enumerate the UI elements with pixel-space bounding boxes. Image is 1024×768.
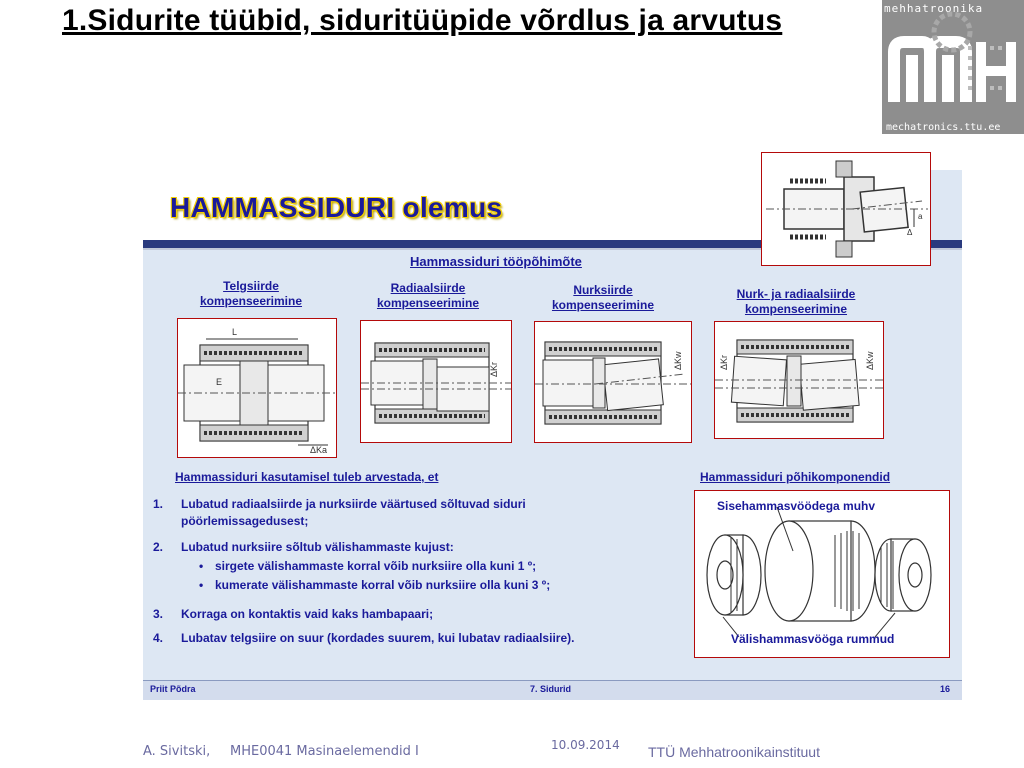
coupling-section-drawing: a Δ xyxy=(766,160,928,258)
fig-label-dkr: ΔKr xyxy=(489,362,499,377)
item-text: Lubatud radiaalsiirde ja nurksiirde väär… xyxy=(181,497,526,511)
bullet-mark: • xyxy=(199,559,204,573)
coupling-angular-drawing: ΔKw xyxy=(535,341,691,425)
fig-axial-compensation: L E ΔKa xyxy=(177,318,337,458)
item-number: 4. xyxy=(153,631,164,645)
fig-combined-compensation: ΔKr ΔKw xyxy=(714,321,884,439)
principle-heading: Hammassiduri tööpõhimõte xyxy=(410,254,582,269)
bullet-text: kumerate välishammaste korral võib nurks… xyxy=(215,578,551,592)
panel-footer-author: Priit Põdra xyxy=(150,684,196,694)
header-rule xyxy=(143,240,962,248)
fig-label-delta: Δ xyxy=(907,228,913,237)
panel-footer-chapter: 7. Sidurid xyxy=(530,684,572,694)
gear-coupling-parts-icon xyxy=(706,506,932,638)
fig-radial-compensation: ΔKr xyxy=(360,320,512,443)
item-text: Lubatud nurksiire sõltub välishammaste k… xyxy=(181,540,454,554)
embedded-slide-heading: HAMMASSIDURI olemus xyxy=(170,192,503,223)
item-text: Korraga on kontaktis vaid kaks hambapaar… xyxy=(181,607,434,621)
component-hubs-label: Välishammasvööga rummud xyxy=(731,632,895,646)
mh-logo-icon xyxy=(888,11,1016,102)
fig-label-l: L xyxy=(232,327,237,337)
mechatronics-logo: mehhatroonika mechatronics.ttu.ee xyxy=(882,0,1024,134)
fig-label-dkw-2: ΔKw xyxy=(865,351,875,370)
header-rule-light xyxy=(143,248,962,250)
logo-bottom-text: mechatronics.ttu.ee xyxy=(886,122,1001,133)
components-figure: Sisehammasvöödega muhv Välishammasvööga … xyxy=(694,490,950,658)
item-text: pöörlemissagedusest; xyxy=(181,514,309,528)
footer-author: A. Sivitski, xyxy=(143,744,211,759)
footer-institute: TTÜ Mehhatroonikainstituut xyxy=(648,744,820,760)
fig-label-dka: ΔKa xyxy=(310,445,327,455)
component-sleeve-label: Sisehammasvöödega muhv xyxy=(717,499,876,513)
item-number: 3. xyxy=(153,607,164,621)
bullet-text: sirgete välishammaste korral võib nurksi… xyxy=(215,559,537,573)
coupling-axial-drawing: L E ΔKa xyxy=(178,327,336,455)
angular-misalignment-figure: a Δ xyxy=(761,152,931,266)
footer-date: 10.09.2014 xyxy=(551,738,620,752)
bullet-mark: • xyxy=(199,578,204,592)
logo-top-text: mehhatroonika xyxy=(884,2,984,15)
fig-angular-compensation: ΔKw xyxy=(534,321,692,443)
panel-footer-page: 16 xyxy=(940,684,951,694)
coupling-radial-drawing: ΔKr xyxy=(361,342,511,424)
fig-label-e: E xyxy=(216,377,222,387)
slide-title: 1.Sidurite tüübid, siduritüüpide võrdlus… xyxy=(62,4,783,37)
footer-course: MHE0041 Masinaelemendid I xyxy=(230,744,419,759)
considerations-heading: Hammassiduri kasutamisel tuleb arvestada… xyxy=(175,470,439,484)
considerations-list: 1. Lubatud radiaalsiirde ja nurksiirde v… xyxy=(153,496,693,656)
embedded-slide-footer xyxy=(143,680,962,700)
fig-label-dkw: ΔKw xyxy=(673,351,683,370)
coupling-combined-drawing: ΔKr ΔKw xyxy=(715,339,883,423)
components-heading: Hammassiduri põhikomponendid xyxy=(700,470,891,484)
embedded-slide-header xyxy=(143,170,763,242)
item-text: Lubatav telgsiire on suur (kordades suur… xyxy=(181,631,575,645)
item-number: 1. xyxy=(153,497,164,511)
item-number: 2. xyxy=(153,540,164,554)
fig-label-a: a xyxy=(918,212,923,221)
fig-label-dkr-2: ΔKr xyxy=(719,355,729,370)
